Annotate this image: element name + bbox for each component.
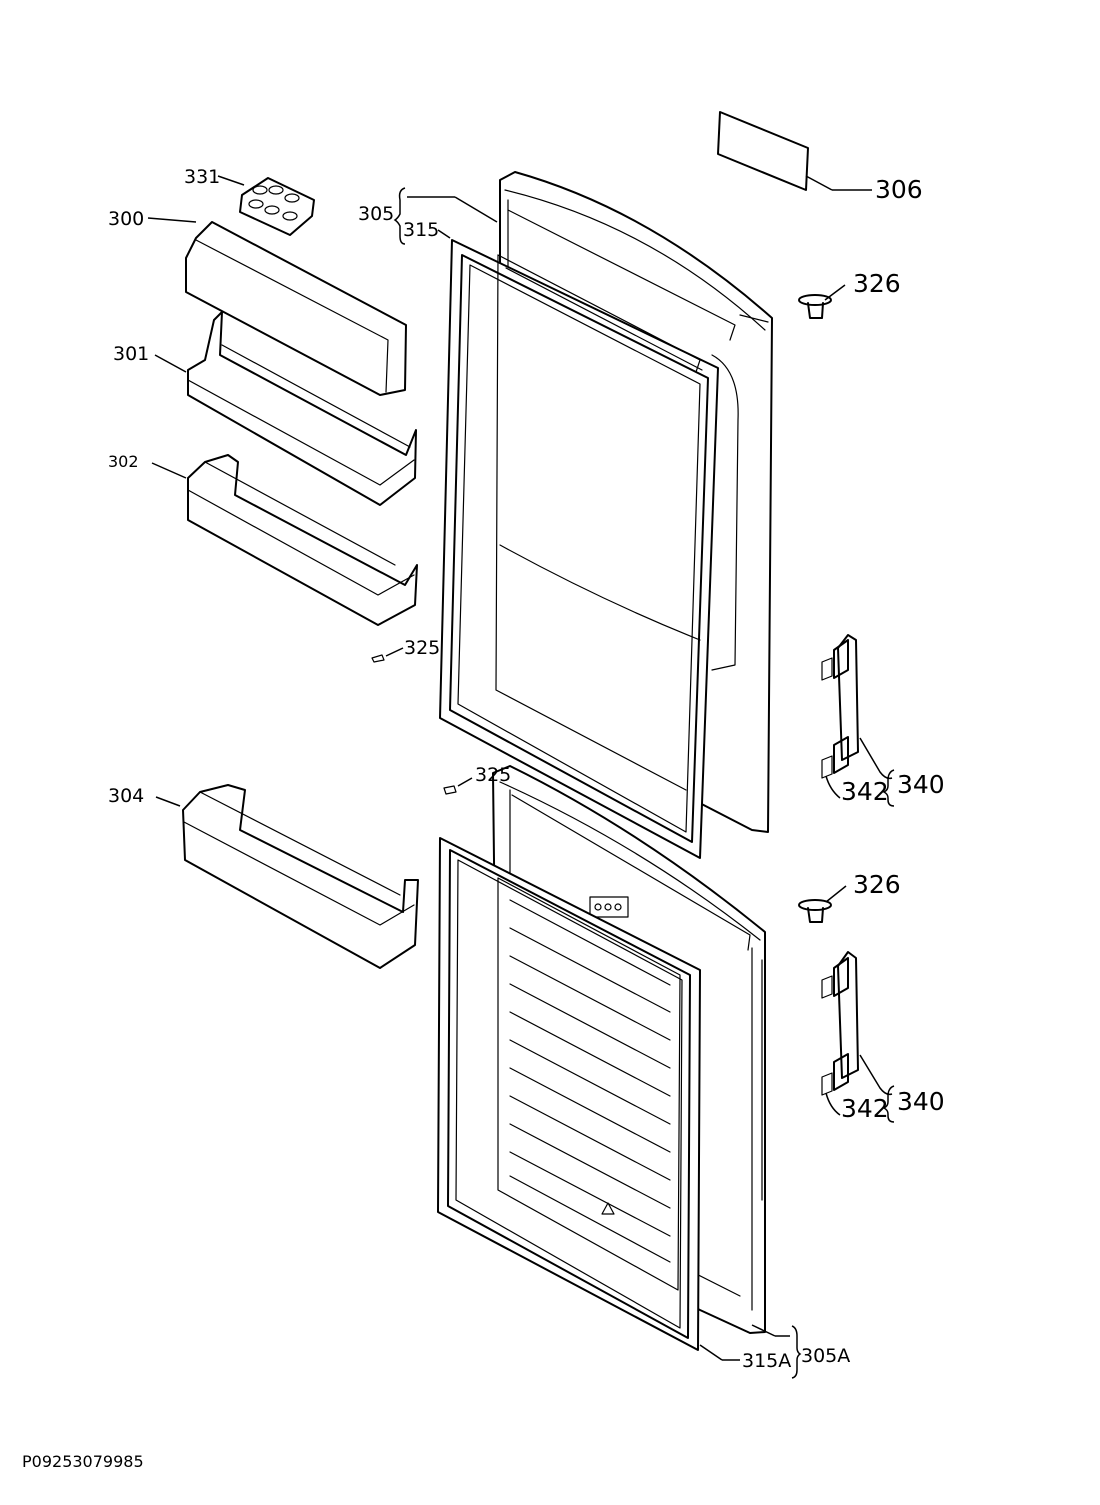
lower-door-gasket-315A [437,837,701,1351]
label-300: 300 [108,208,144,230]
leader-305-315 [393,187,498,245]
hinge-cap-326-upper [798,284,846,319]
label-315A: 315A [742,1350,791,1372]
hinge-cap-326-lower [798,885,847,923]
door-shelf-302 [151,454,418,626]
screw-325-upper [371,647,404,663]
label-342-lower: 342 [841,1094,889,1123]
label-305: 305 [358,203,394,225]
label-304: 304 [108,785,144,807]
label-326-upper: 326 [853,269,901,298]
label-301: 301 [113,343,149,365]
door-shelf-301 [154,311,417,506]
bottle-shelf-304 [155,784,419,969]
hinge-340-lower [821,951,895,1123]
leader-305A-315A [699,1324,802,1379]
label-340-lower: 340 [897,1087,945,1116]
label-325-upper: 325 [404,637,440,659]
label-302: 302 [108,452,139,471]
dairy-compartment-300 [147,217,407,396]
hinge-340-upper [821,634,895,807]
label-325-lower: 325 [475,764,511,786]
label-306: 306 [875,175,923,204]
label-331: 331 [184,166,220,188]
label-340-upper: 340 [897,770,945,799]
label-342-upper: 342 [841,777,889,806]
drawing-id: P09253079985 [22,1452,144,1471]
upper-door-gasket-315 [439,239,719,859]
egg-tray-331 [217,175,315,236]
label-305A: 305A [801,1345,850,1367]
label-326-lower: 326 [853,870,901,899]
screw-325-lower [443,777,473,795]
label-315: 315 [403,219,439,241]
rating-label-plate-306 [717,111,872,191]
